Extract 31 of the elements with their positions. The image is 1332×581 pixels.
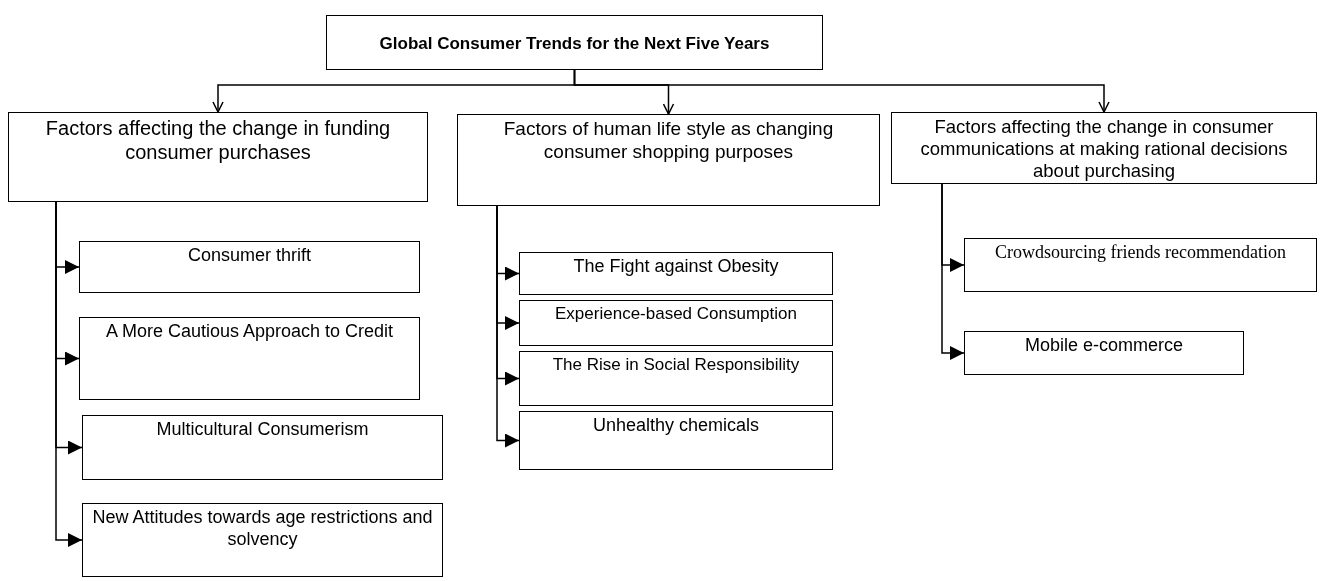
trend-box [82, 503, 443, 577]
trend-box [964, 331, 1244, 375]
node-label: Experience-based Consumption [555, 304, 797, 325]
trend-box [519, 300, 833, 346]
node-label: New Attitudes towards age restrictions and solvency [91, 507, 434, 551]
trend-box [79, 317, 420, 400]
trend-box [79, 241, 420, 293]
node-label: Factors of human life style as changing consumer shopping purposes [502, 118, 835, 164]
node-label: Multicultural Consumerism [156, 419, 369, 441]
category-box [457, 114, 880, 206]
node-label: A More Cautious Approach to Credit [105, 321, 394, 343]
node-label: Factors affecting the change in funding consumer purchases [44, 116, 392, 164]
arrow [573, 69, 1110, 113]
category-box [891, 112, 1317, 184]
node-label: The Rise in Social Responsibility [552, 355, 800, 376]
node-label: Mobile e-commerce [1024, 335, 1183, 357]
node-label: Consumer thrift [187, 245, 311, 267]
arrow [496, 205, 520, 448]
category-box [8, 112, 428, 202]
trend-box [519, 411, 833, 470]
node-label: Crowdsourcing friends recommendation [995, 242, 1286, 264]
trend-box [519, 252, 833, 295]
title-box [326, 15, 823, 70]
trend-box [964, 238, 1317, 292]
node-label: Unhealthy chemicals [592, 415, 760, 437]
node-label: Factors affecting the change in consumer communications at making rational decisions about purchasing [919, 116, 1289, 183]
node-label: The Fight against Obesity [573, 256, 779, 278]
node-label: Global Consumer Trends for the Next Five Years [379, 33, 770, 55]
trend-box [82, 415, 443, 480]
arrow [941, 183, 965, 360]
trend-box [519, 351, 833, 406]
